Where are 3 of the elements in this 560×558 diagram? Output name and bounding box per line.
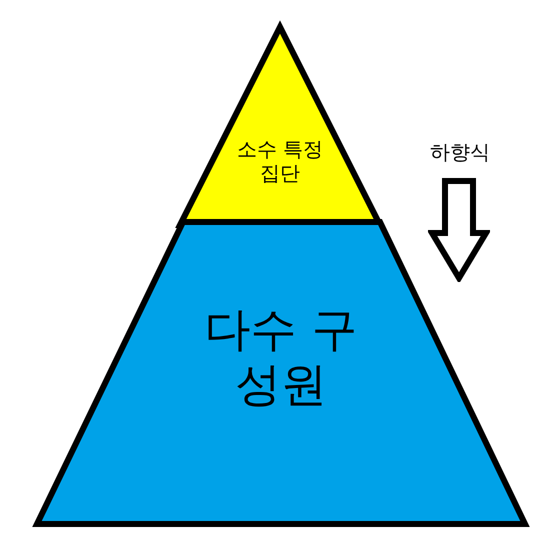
direction-label: 하향식 [429, 140, 491, 164]
section-label: 다수 구성원 [204, 302, 358, 412]
section-label: 소수 특정집단 [236, 137, 324, 185]
